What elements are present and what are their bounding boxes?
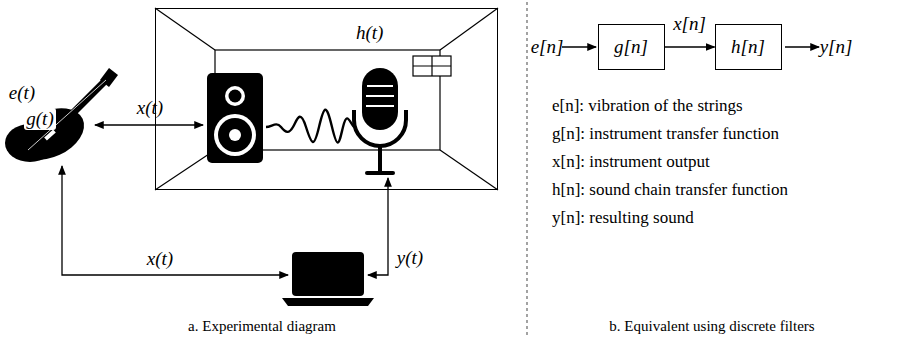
tweeter — [229, 90, 242, 103]
filter-box: g[n] — [598, 24, 665, 70]
mic-base — [367, 171, 393, 175]
room-frame: h(t) — [155, 8, 498, 190]
definition-line: h[n]: sound chain transfer function — [552, 180, 788, 200]
sound-wave — [266, 110, 354, 143]
definition-line: g[n]: instrument transfer function — [552, 124, 779, 144]
output-wire — [785, 46, 819, 47]
signal-name: g(t) — [24, 108, 55, 130]
signal-name: e(t) — [9, 82, 35, 104]
room-perspective — [155, 8, 498, 190]
wall-edge — [155, 8, 215, 50]
node-label: h(t) — [356, 22, 383, 44]
guitar-pickup — [44, 129, 56, 140]
wall-edge — [155, 150, 215, 190]
signal-arrow — [665, 46, 715, 47]
definition-line: e[n]: vibration of the strings — [552, 96, 743, 116]
signal-wire — [62, 166, 288, 275]
guitar-icon — [5, 68, 118, 170]
signal-wire — [368, 178, 388, 275]
signal-name: x(t) — [147, 248, 173, 270]
filter-box: h[n] — [715, 24, 782, 70]
subfigure-caption: b. Equivalent using discrete filters — [609, 318, 814, 335]
node-label: h[n] — [731, 36, 765, 58]
mic-holder — [354, 110, 406, 146]
signal-arrow — [95, 124, 203, 125]
wall-edge — [440, 8, 498, 50]
edge-label: x[n] — [673, 13, 706, 35]
mic-capsule — [362, 68, 398, 130]
woofer — [214, 114, 256, 156]
signal-name: y(t) — [397, 247, 423, 269]
guitar-head — [100, 68, 118, 87]
definition-line: x[n]: instrument output — [552, 152, 710, 172]
signal-name: x(t) — [137, 97, 163, 119]
node-label: g[n] — [614, 36, 648, 58]
woofer-cap — [229, 129, 241, 141]
woofer — [218, 118, 252, 152]
wall-edge — [440, 150, 498, 190]
laptop-icon — [282, 252, 374, 306]
microphone-icon — [354, 68, 406, 173]
window-bar — [413, 65, 451, 66]
laptop-base — [282, 298, 374, 306]
input-wire — [562, 46, 596, 47]
subfigure-caption: a. Experimental diagram — [188, 318, 336, 335]
mic-stem — [378, 146, 382, 171]
mic-grille — [367, 85, 393, 87]
definition-line: y[n]: resulting sound — [552, 208, 694, 228]
panel-divider — [526, 2, 527, 338]
tweeter — [225, 86, 245, 106]
laptop-screen — [292, 252, 364, 296]
mic-grille — [366, 95, 394, 97]
signal-name: e[n] — [531, 36, 564, 58]
signal-name: y[n] — [820, 36, 853, 58]
mic-grille — [366, 105, 394, 107]
speaker-cabinet — [207, 73, 263, 163]
window-frame — [413, 56, 451, 76]
speaker-icon — [207, 73, 263, 163]
window-icon — [413, 56, 451, 76]
